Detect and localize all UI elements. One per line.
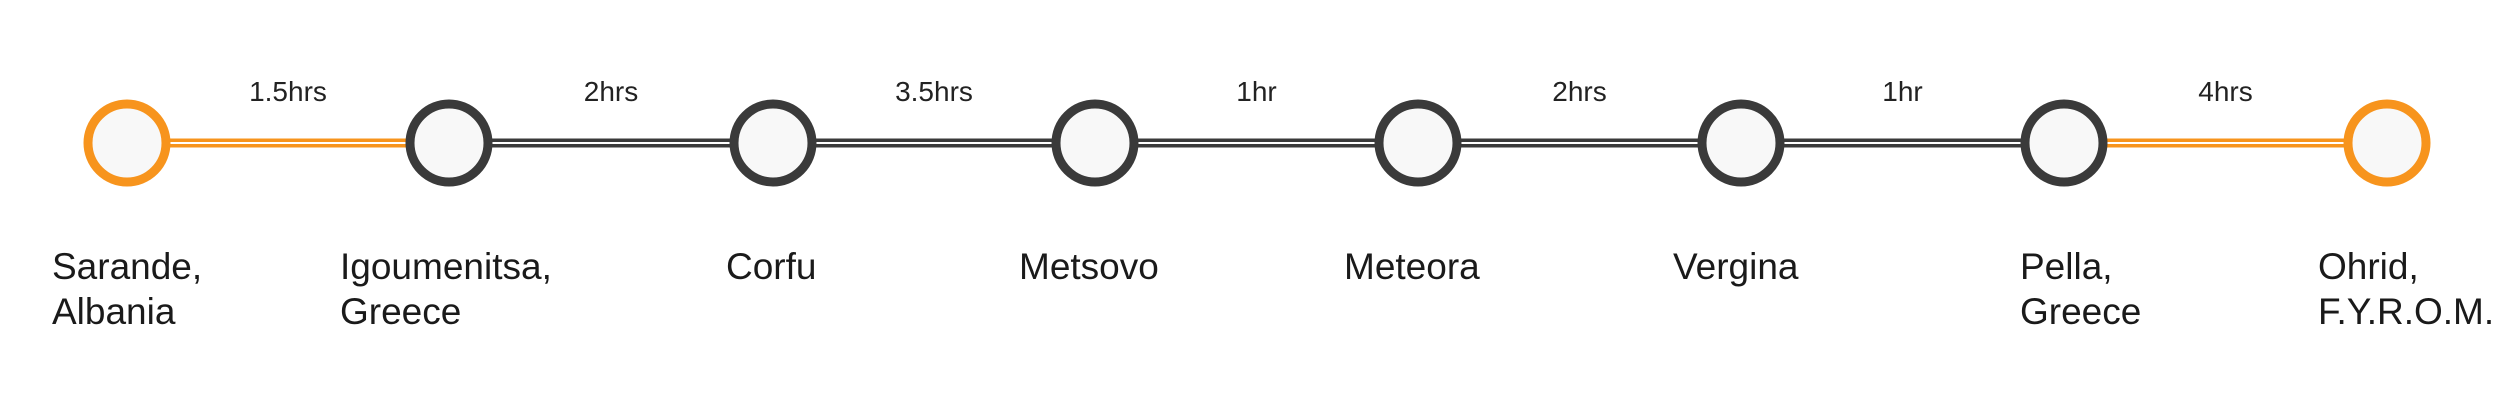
stop-name-line1: Meteora bbox=[1344, 246, 1480, 287]
stop-name-ohrid: Ohrid, F.Y.R.O.M. bbox=[2318, 244, 2494, 334]
stop-marker bbox=[2020, 99, 2108, 187]
stop-name-metsovo: Metsovo bbox=[1019, 244, 1159, 289]
stop-name-line2: Greece bbox=[340, 291, 462, 332]
segment-duration-5: 2hrs bbox=[1552, 76, 1607, 107]
stop-name-line1: Metsovo bbox=[1019, 246, 1159, 287]
stop-name-sarande: Sarande, Albania bbox=[52, 244, 202, 334]
segment-duration-4: 1hr bbox=[1236, 76, 1277, 107]
stop-name-line1: Igoumenitsa, bbox=[340, 246, 552, 287]
stop-name-line1: Corfu bbox=[726, 246, 817, 287]
stop-name-line2: Albania bbox=[52, 291, 176, 332]
stop-name-igoumenitsa: Igoumenitsa, Greece bbox=[340, 244, 552, 334]
stop-name-line2: F.Y.R.O.M. bbox=[2318, 291, 2495, 332]
stop-name-line1: Vergina bbox=[1673, 246, 1799, 287]
segment-duration-7: 4hrs bbox=[2198, 76, 2253, 107]
route-stops bbox=[83, 99, 2431, 187]
endpoint-stop-marker bbox=[83, 99, 171, 187]
stop-name-pella: Pella, Greece bbox=[2020, 244, 2141, 334]
stop-name-line1: Ohrid, bbox=[2318, 246, 2419, 287]
stop-name-line1: Pella, bbox=[2020, 246, 2113, 287]
segment-duration-6: 1hr bbox=[1882, 76, 1923, 107]
endpoint-stop-marker bbox=[2343, 99, 2431, 187]
segment-duration-3: 3.5hrs bbox=[895, 76, 973, 107]
stop-name-corfu: Corfu bbox=[726, 244, 816, 289]
segment-duration-2: 2hrs bbox=[583, 76, 639, 107]
stop-name-line1: Sarande, bbox=[52, 246, 203, 287]
stop-marker bbox=[729, 99, 817, 187]
stop-name-line2: Greece bbox=[2020, 291, 2142, 332]
stop-name-vergina: Vergina bbox=[1673, 244, 1799, 289]
stop-marker bbox=[1697, 99, 1785, 187]
stop-marker bbox=[1374, 99, 1462, 187]
stop-name-meteora: Meteora bbox=[1344, 244, 1480, 289]
stop-marker bbox=[1051, 99, 1139, 187]
stop-marker bbox=[405, 99, 493, 187]
segment-duration-1: 1.5hrs bbox=[249, 76, 327, 107]
